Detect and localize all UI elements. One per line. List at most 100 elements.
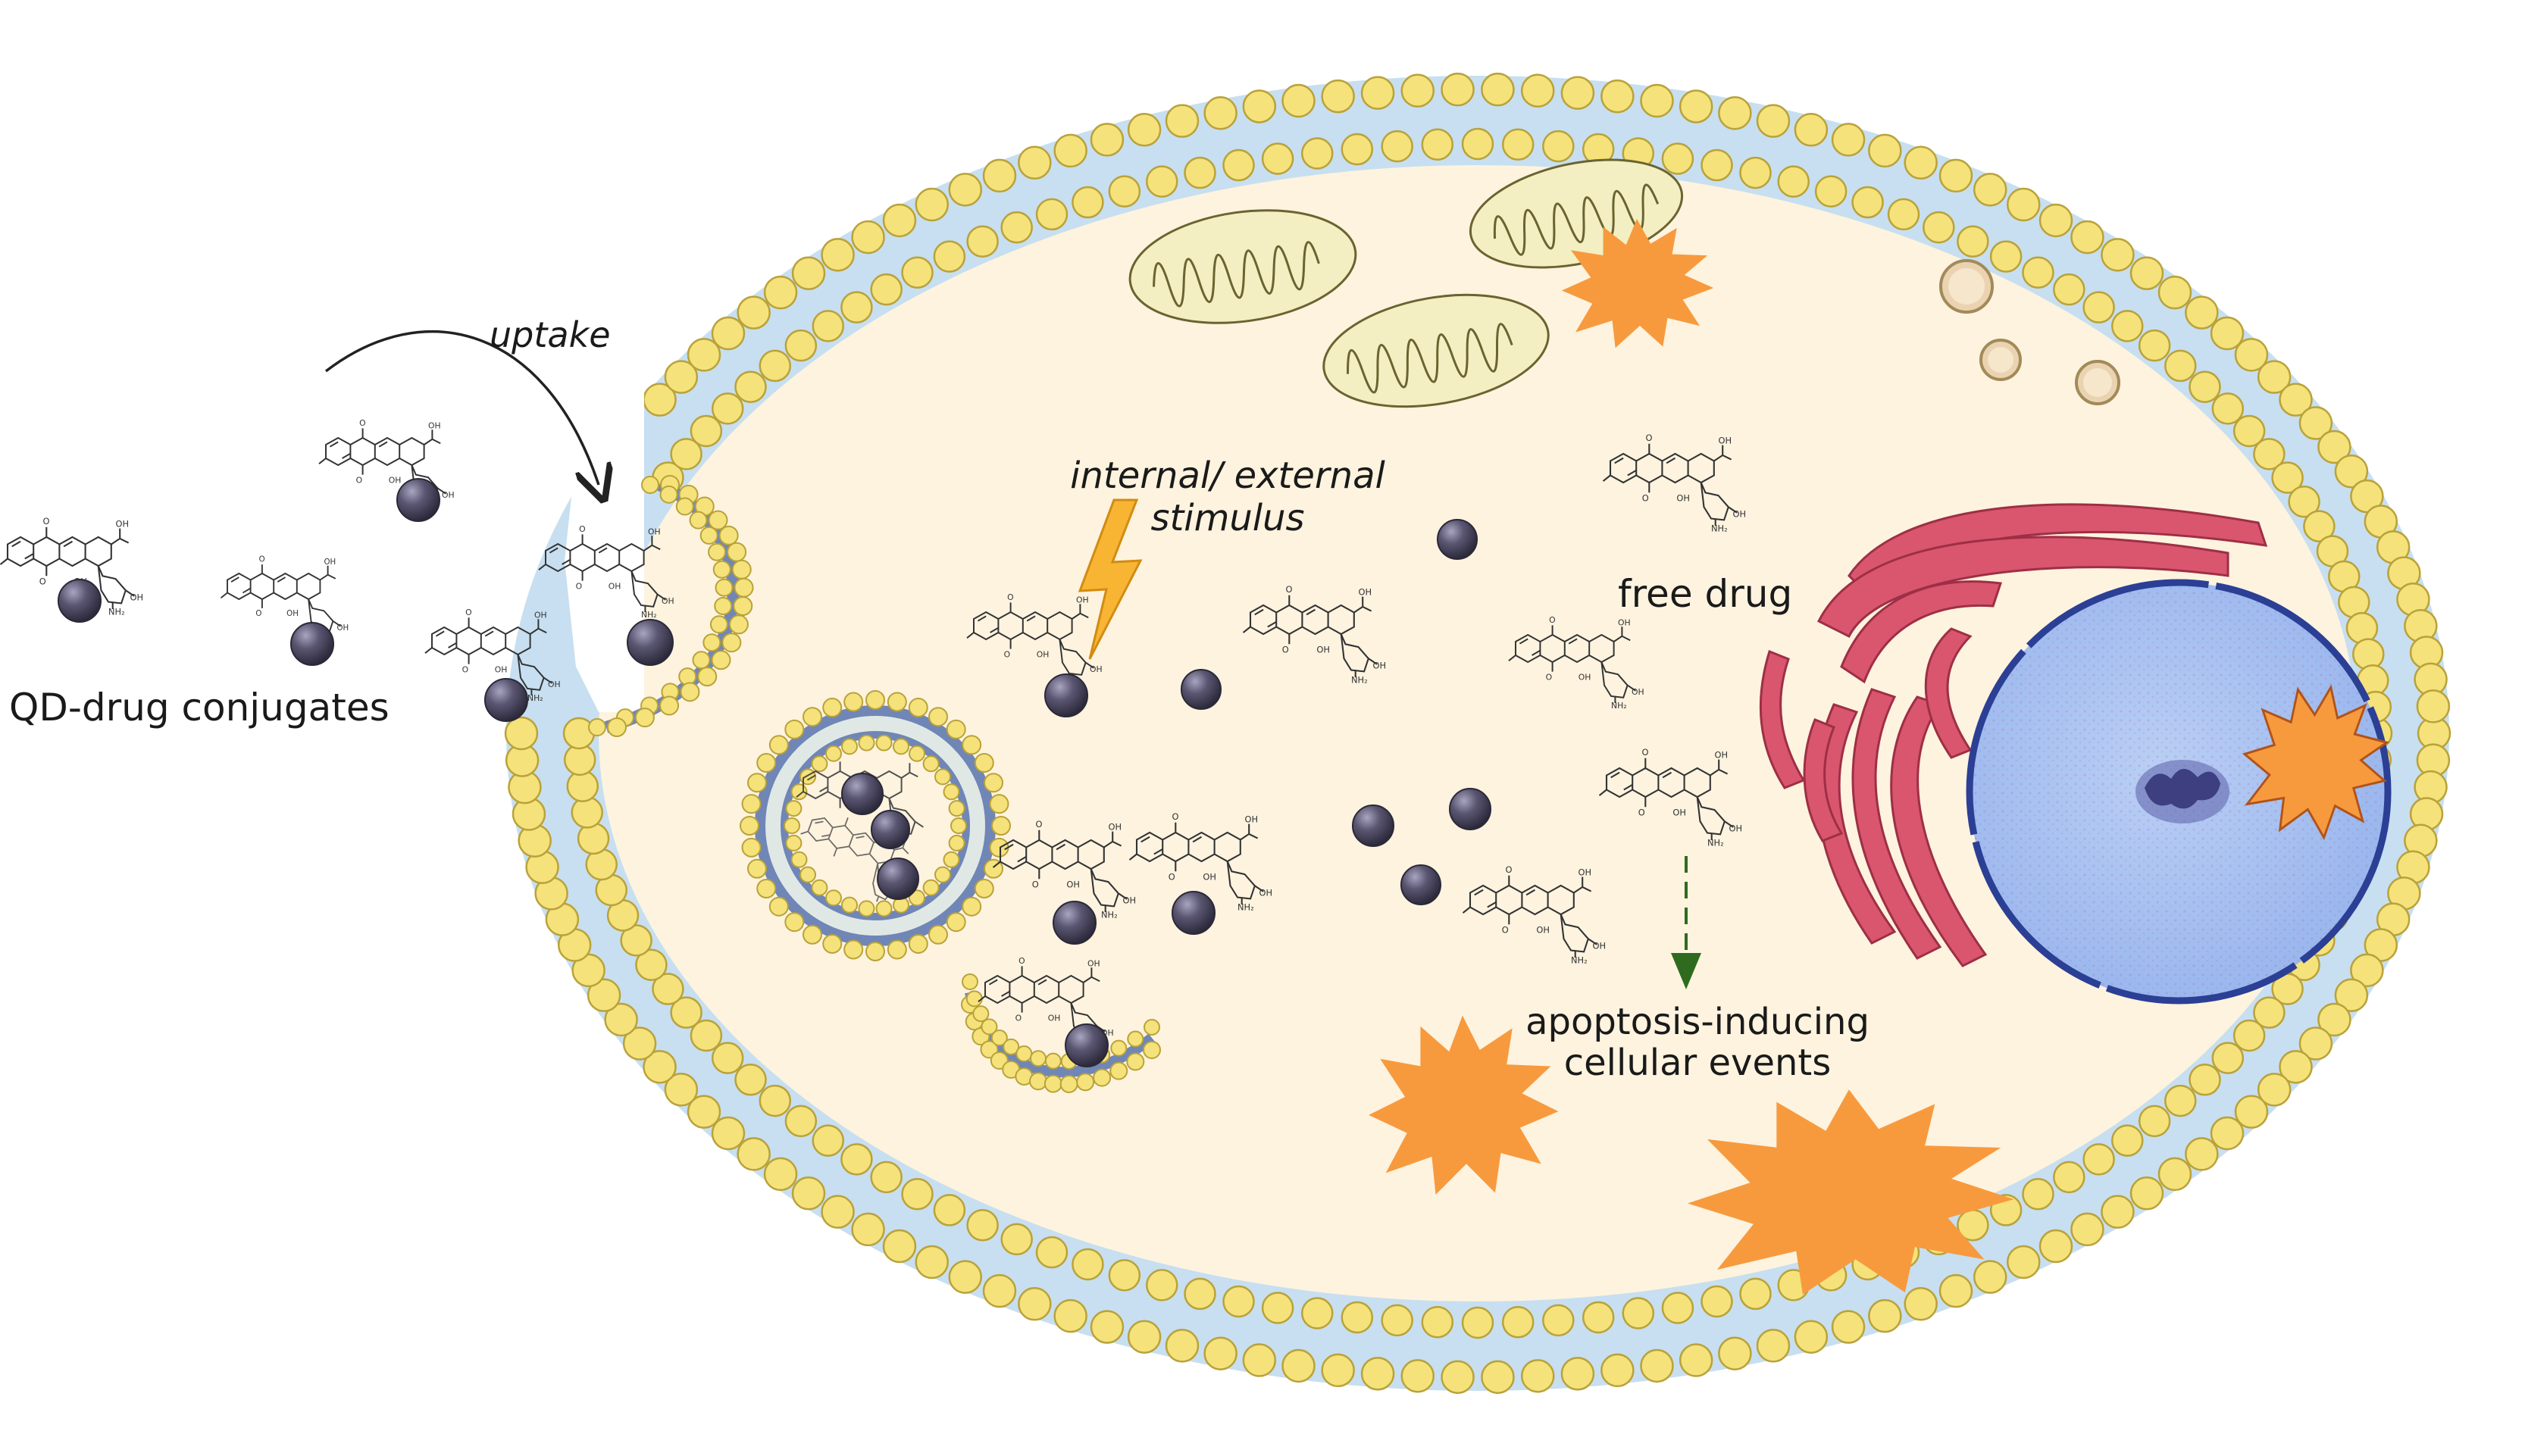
lipid-head [966,225,999,258]
lipid-head [812,310,845,342]
lipid-head [759,1084,791,1117]
lipid-head [948,1260,983,1294]
lipid-head [1441,72,1475,107]
liposome-icon [740,690,1011,961]
lipid-head [1261,142,1294,175]
lipid-head [948,173,983,207]
lipid-head [737,295,771,330]
lipid-head [2350,953,2384,988]
lipid-head [1868,133,1902,168]
lipid-head [1341,133,1374,166]
lipid-head [915,1245,950,1279]
lipid-head [1035,198,1069,231]
lipid-head [1989,240,2023,273]
lipid-head [1072,186,1104,219]
lipid-head [622,1026,657,1061]
lipid-head [2232,1019,2266,1052]
lipid-head [1501,1305,1535,1339]
lipid-head [2334,455,2369,489]
lipid-head [734,1064,767,1096]
lipid-head [620,924,652,957]
lipid-head [2253,996,2286,1029]
lipid-head [1640,1348,1674,1383]
lipid-head [1904,1287,1938,1321]
lipid-head [2279,1050,2313,1084]
lipid-head [901,256,934,289]
lipid-head [2298,406,2333,440]
lipid-head [2189,1064,2221,1096]
lipid-head [1701,148,1733,182]
lipid-head [2317,1002,2351,1037]
lipid-head [711,1042,744,1074]
lipid-head [1520,1359,1555,1393]
nucleolus [2135,760,2229,823]
quantum-dot-icon [1172,891,1216,935]
stimulus-label-line1: internal/ external [1070,455,1385,497]
lipid-head [1560,76,1595,110]
lipid-head [1381,1304,1413,1337]
lipid-head [2082,291,2115,323]
lipid-head [1321,79,1355,114]
lipid-head [1127,113,1162,147]
lipid-head [821,1195,855,1229]
lipid-head [2070,220,2104,255]
lipid-head [1400,1359,1435,1393]
quantum-dot-icon [1044,673,1088,717]
lipid-head [2185,1137,2219,1171]
uptake-arrow [324,330,599,485]
lipid-head [840,1143,873,1176]
lipid-head [687,338,721,372]
lipid-head [670,438,702,470]
lipid-head [1718,1336,1752,1370]
lipid-head [2210,316,2245,351]
lipid-head [933,240,966,273]
lipid-head [1165,104,1200,138]
lipid-head [2257,360,2292,394]
lipid-head [1938,1273,1973,1308]
lipid-head [1090,123,1125,157]
lipid-head [2211,392,2245,425]
lipid-head [2070,1212,2104,1247]
quantum-dot-icon [1181,669,1222,710]
lipid-head [1542,1304,1575,1337]
lipid-head [901,1178,934,1211]
lipid-head [2129,256,2164,290]
lipid-head [1281,1348,1316,1383]
lipid-head [1560,1357,1595,1391]
cytoplasm [599,165,2357,1301]
lipid-head [571,796,603,829]
lipid-head [1300,1297,1334,1329]
lipid-head [1679,1343,1713,1377]
endocytic-pit [588,475,754,737]
lipid-head [1794,1320,1829,1354]
lipid-head [982,1273,1017,1308]
lipid-head [1421,128,1454,161]
quantum-dot-icon [841,773,884,815]
lipid-head [882,203,917,238]
lipid-head [1831,123,1866,157]
quantum-dot-icon [877,858,919,900]
lipid-head [1321,1353,1355,1388]
lipid-head [2157,1157,2192,1192]
lipid-head [2006,187,2041,222]
quantum-dot-icon [1352,805,1394,847]
lipid-head [1203,1336,1237,1370]
lipid-head [1501,128,1535,161]
quantum-dot-icon [396,478,440,522]
lipid-head [2210,1116,2245,1151]
lipid-head [737,1137,771,1171]
lipid-head [2279,383,2313,417]
mitochondrion-icon [1322,293,1550,408]
quantum-dot-icon [1449,788,1491,830]
lipid-head [2022,1178,2054,1211]
quantum-dot-icon [290,622,334,666]
lipid-head [784,1104,818,1138]
lipid-head [791,256,826,290]
quantum-dots [58,478,1491,1067]
lipid-head [1520,73,1555,108]
lipid-head [870,273,903,306]
lipid-head [2257,1073,2292,1107]
lipid-head [763,275,798,310]
lipid-head [2038,203,2073,238]
